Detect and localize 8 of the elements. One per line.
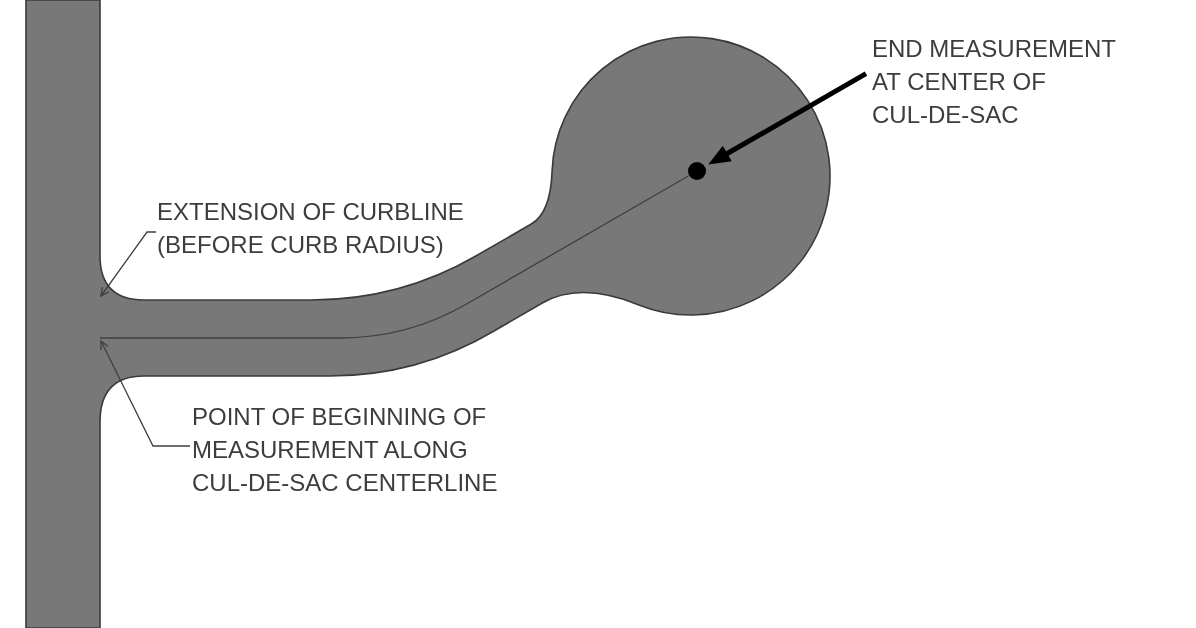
leader-line — [100, 231, 157, 297]
centerline — [99, 174, 690, 339]
callout-text: EXTENSION OF CURBLINE (BEFORE CURB RADIUS) — [157, 197, 465, 260]
callout-text: POINT OF BEGINNING OF MEASUREMENT ALONG CUL-DE-SAC CENTERLINE — [192, 402, 499, 498]
arrow — [708, 71, 868, 165]
center-dot-icon — [688, 162, 706, 180]
leader-line — [100, 340, 191, 447]
callout-text: END MEASUREMENT AT CENTER OF CUL-DE-SAC — [872, 34, 1117, 130]
